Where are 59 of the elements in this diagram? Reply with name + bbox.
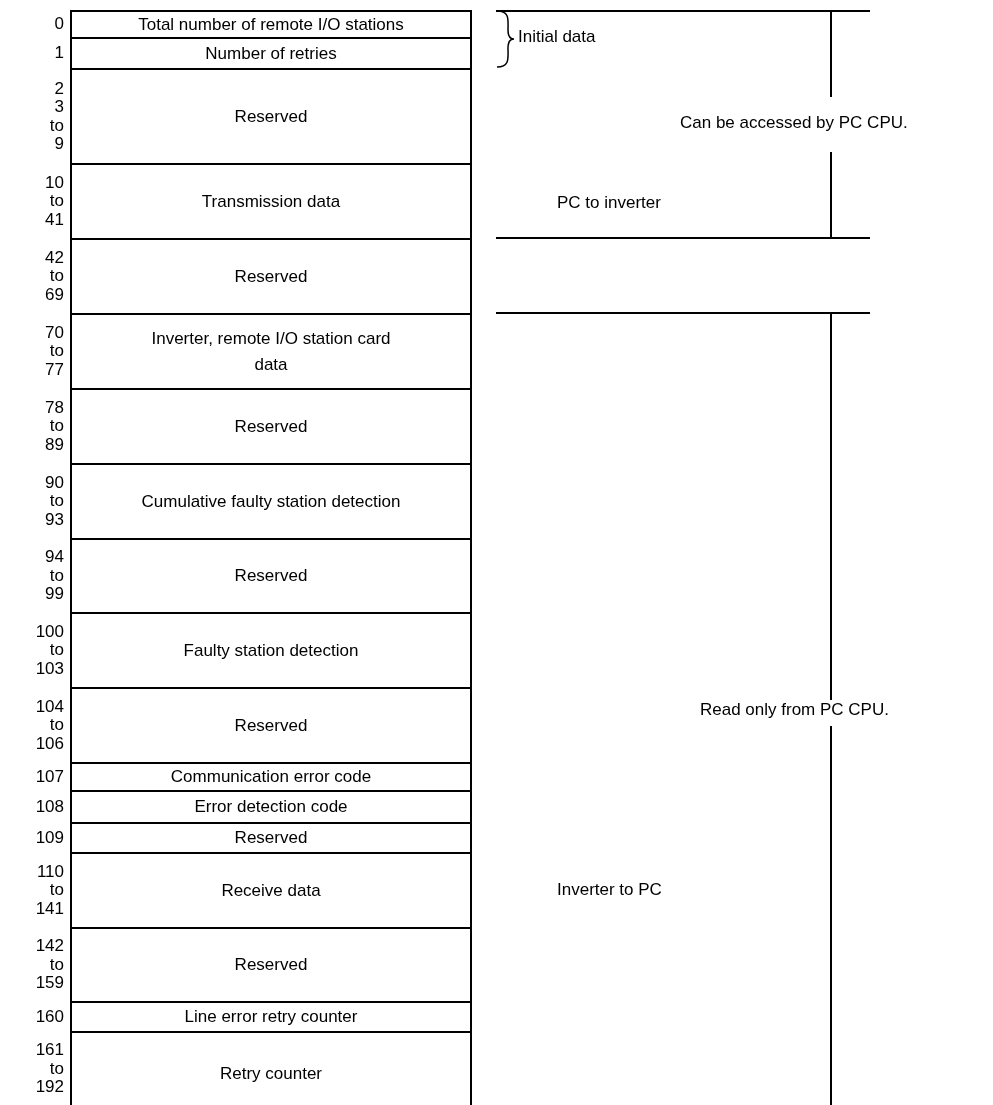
address-label: 0 [53,15,64,34]
memory-row [70,790,472,824]
address-label: 107 [34,767,64,787]
row-label: Communication error code [170,766,372,788]
address-label: 1 [53,44,64,63]
memory-row [70,388,472,465]
address-label: 108 [34,797,64,817]
address-label: 78 to 89 [44,398,64,455]
row-label: Retry counter [218,1063,323,1085]
note: Inverter to PC [557,880,662,900]
memory-row [70,463,472,540]
note: PC to inverter [557,193,661,213]
address-label: 160 [34,1007,64,1027]
row-label: Reserved [233,565,309,587]
memory-row [70,762,472,792]
address-label: 70 to 77 [44,323,64,380]
address-label: 100 to 103 [34,622,64,679]
row-label: Reserved [233,415,309,438]
row-label: Receive data [220,879,322,902]
memory-row [70,37,472,70]
address-label: 10 to 41 [44,173,64,230]
note: Read only from PC CPU. [700,700,889,720]
row-label: Transmission data [200,190,342,213]
note: Initial data [518,27,596,47]
memory-row [70,1001,472,1033]
memory-row [70,1031,472,1105]
row-label: Reserved [233,265,309,288]
memory-row [70,538,472,614]
address-label: 104 to 106 [34,697,64,754]
row-label: Inverter, remote I/O station card data [151,327,391,376]
memory-row [70,612,472,689]
address-label: 90 to 93 [44,473,64,530]
row-label: Error detection code [194,796,348,818]
row-label: Reserved [233,714,309,737]
row-label: Number of retries [205,42,337,65]
memory-row [70,927,472,1003]
memory-row [70,852,472,929]
address-label: 110 to 141 [34,862,64,919]
memory-row [70,822,472,854]
row-label: Reserved [233,105,309,128]
memory-row [70,313,472,390]
row-label: Line error retry counter [184,1006,358,1028]
address-label: 94 to 99 [44,548,64,604]
address-label: 109 [34,828,64,848]
row-label: Faulty station detection [182,639,360,662]
address-label: 42 to 69 [44,248,64,305]
memory-row [70,68,472,165]
address-label: 2 3 to 9 [48,79,64,154]
row-label: Total number of remote I/O stations [138,13,404,36]
memory-row [70,687,472,764]
note: Can be accessed by PC CPU. [680,113,908,133]
memory-row [70,10,472,39]
address-label: 142 to 159 [34,937,64,993]
row-label: Reserved [234,827,308,849]
row-label: Cumulative faulty station detection [141,490,401,513]
address-label: 161 to 192 [34,1041,64,1097]
memory-row [70,163,472,240]
row-label: Reserved [233,954,309,976]
memory-row [70,238,472,315]
